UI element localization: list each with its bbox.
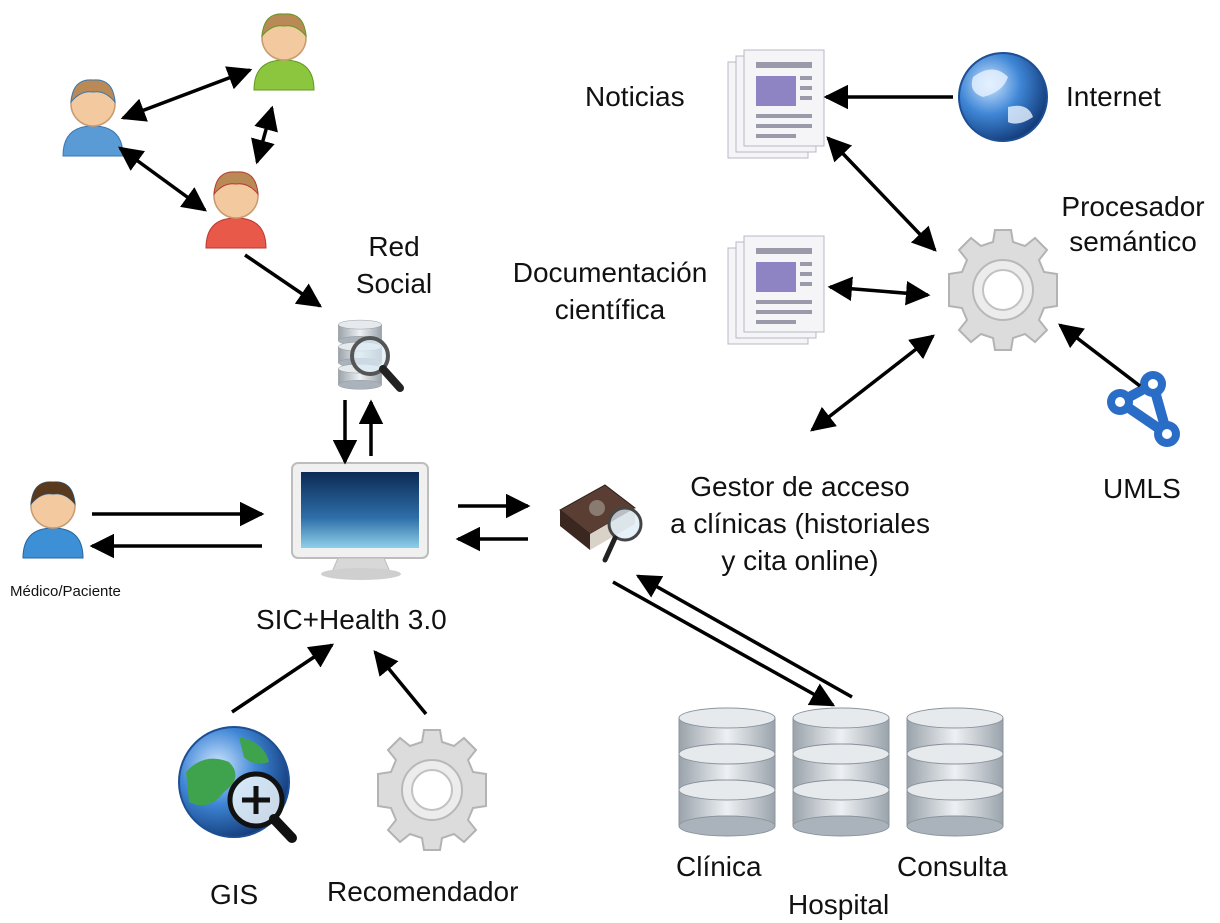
arrow-recomendador-to-sic — [373, 650, 428, 716]
document-stack-icon — [727, 235, 825, 345]
label-noticias: Noticias — [585, 81, 685, 112]
label-procesador-line2: semántico — [1069, 225, 1197, 257]
arrow-user-blue-red — [118, 146, 207, 212]
arrow-umls-to-processor — [1058, 323, 1142, 388]
database-hospital-icon — [792, 707, 890, 837]
label-sic: SIC+Health 3.0 — [256, 604, 447, 635]
label-gestor: Gestor de acceso a clínicas (historiales… — [640, 471, 960, 576]
label-gis: GIS — [210, 879, 259, 910]
monitor-icon — [291, 462, 429, 580]
database-search-icon — [338, 319, 404, 392]
label-procesador-line1: Procesador — [1061, 191, 1205, 222]
label-internet: Internet — [1066, 81, 1161, 112]
database-consulta-icon — [906, 707, 1004, 837]
database-clinica-icon — [678, 707, 776, 837]
globe-icon — [958, 52, 1048, 142]
label-red-line1: Red — [368, 231, 420, 262]
arrow-hospital-to-gestor — [635, 574, 853, 699]
label-recomendador: Recomendador — [327, 876, 519, 907]
label-consulta: Consulta — [897, 851, 1008, 882]
label-umls: UMLS — [1103, 473, 1181, 504]
arrow-gestor-to-hospital — [612, 580, 836, 707]
label-gestor-line2: a clínicas (historiales — [670, 507, 930, 539]
label-red-line2: Social — [355, 267, 433, 299]
user-blue-icon — [62, 79, 124, 157]
newspaper-icon — [727, 49, 825, 159]
arrow-user-blue-green — [120, 66, 253, 122]
network-icon — [1107, 371, 1180, 447]
arrows — [89, 66, 1142, 716]
label-procesador: Procesador semántico — [1050, 191, 1216, 258]
label-hospital: Hospital — [788, 889, 890, 920]
label-documentacion-line1: Documentación — [512, 257, 708, 288]
label-gestor-line3: y cita online) — [721, 544, 879, 576]
arrow-news-processor — [826, 136, 937, 252]
arrow-gis-to-sic — [231, 643, 335, 714]
label-documentacion: Documentación científica — [500, 257, 720, 326]
globe-search-icon — [178, 726, 297, 843]
label-medico: Médico/Paciente — [10, 583, 121, 600]
book-search-icon — [559, 484, 643, 563]
doctor-icon — [22, 481, 84, 559]
arrow-processor-gestor — [810, 334, 935, 432]
label-documentacion-line2: científica — [554, 293, 666, 325]
label-gestor-line1: Gestor de acceso — [690, 471, 910, 502]
user-red-icon — [205, 171, 267, 249]
processor-gear-icon — [948, 229, 1058, 351]
arrow-user-green-red — [251, 105, 278, 165]
arrow-docs-processor — [827, 276, 931, 306]
user-green-icon — [253, 13, 315, 91]
recommender-gear-icon — [377, 729, 487, 851]
label-clinica: Clínica — [676, 851, 762, 882]
arrow-red-to-socialdb — [244, 253, 323, 308]
label-red-social: Red Social — [344, 231, 444, 300]
